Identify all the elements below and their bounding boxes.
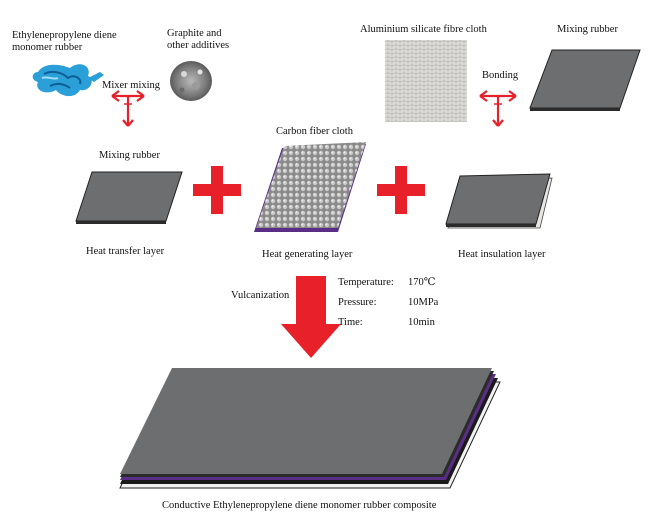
heat-transfer-sheet (76, 172, 182, 224)
carbon-cloth-sheet (254, 142, 366, 232)
carbon-cloth-label: Carbon fiber cloth (276, 126, 353, 138)
graphite-image (170, 61, 212, 101)
graphite-label: Graphite and other additives (167, 28, 239, 52)
mixer-mixing-label: Mixer mixing (102, 80, 160, 92)
bonding-arrow (480, 91, 516, 126)
mixing-rubber-sheet-right (530, 50, 640, 111)
epdm-rubber-image (33, 64, 104, 96)
pressure-value: 10MPa (408, 297, 438, 309)
time-value: 10min (408, 317, 435, 329)
mixing-rubber-label-left: Mixing rubber (99, 150, 160, 162)
mixing-rubber-label-right: Mixing rubber (557, 24, 618, 36)
epdm-label: Ethylenepropylene diene monomer rubber (12, 30, 137, 54)
aluminium-cloth-image (385, 40, 467, 122)
heat-insulation-sheet (446, 174, 552, 228)
product-label: Conductive Ethylenepropylene diene monom… (162, 500, 436, 512)
bonding-label: Bonding (482, 70, 518, 82)
heat-transfer-label: Heat transfer layer (86, 246, 164, 258)
heat-insulation-label: Heat insulation layer (458, 249, 545, 261)
aluminium-cloth-label: Aluminium silicate fibre cloth (360, 24, 487, 36)
composite-stack-image (120, 368, 500, 488)
heat-generating-label: Heat generating layer (262, 249, 352, 261)
mixer-arrow (112, 91, 144, 126)
vulcanization-arrow (281, 276, 341, 358)
temperature-label: Temperature: (338, 277, 394, 289)
vulcanization-label: Vulcanization (231, 290, 289, 302)
pressure-label: Pressure: (338, 297, 377, 309)
plus-sign-right (377, 166, 425, 214)
plus-sign-left (193, 166, 241, 214)
temperature-value: 170℃ (408, 277, 436, 289)
time-label: Time: (338, 317, 363, 329)
